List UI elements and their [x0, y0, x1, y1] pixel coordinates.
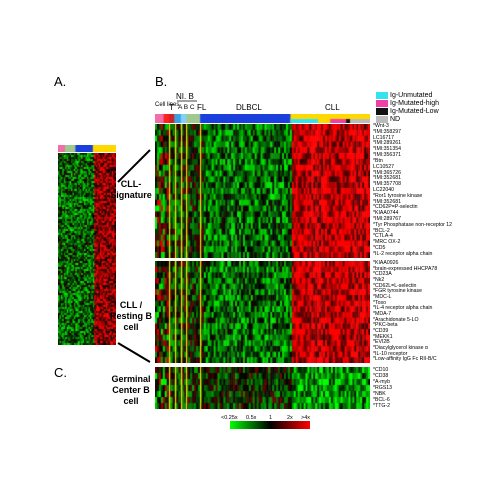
gene-label: *IMI:352681 [373, 175, 401, 182]
connector-line-top [117, 149, 151, 183]
gene-label: LC10527 [373, 163, 395, 170]
legend-swatch-mutated-low [376, 108, 388, 115]
gene-label: *IMI:365726 [373, 169, 401, 176]
gene-label: *IMI:352681 [373, 198, 401, 205]
cll-resting-gene-list: *KIAA0926*brain-expressed HHCPA78*CD23A*… [373, 260, 438, 363]
germinal-center-heatmap [155, 367, 370, 409]
gene-label: *IMI:358297 [373, 128, 401, 135]
cll-signature-heatmap [155, 124, 370, 258]
legend-ig-unmutated: Ig-Unmutated [376, 92, 432, 100]
legend-swatch-unmutated [376, 92, 388, 99]
panel-a-letter: A. [54, 74, 67, 89]
cll-resting-heatmap [155, 261, 370, 363]
gene-label: *Diacylglycerol kinase α [373, 344, 428, 351]
connector-line-bottom [117, 342, 151, 363]
gene-label: *IL-4 receptor alpha chain [373, 305, 433, 312]
gene-label: LC16717 [373, 134, 395, 141]
subgroups-label: A B C [178, 104, 195, 111]
gene-label: *CD39 [373, 327, 389, 334]
legend-ig-mutated-high: Ig-Mutated-high [376, 100, 439, 108]
nl-b-label: NI. B [176, 92, 194, 101]
germinal-center-label: Germinal Center B cell [111, 374, 151, 406]
gene-label: *IL-10 receptor [373, 350, 408, 357]
cll-resting-label: CLL / Resting B cell [109, 300, 152, 332]
gene-label: *CD5 [373, 245, 386, 252]
dlbcl-label: DLBCL [236, 103, 262, 112]
panel-c-letter: C. [54, 365, 67, 380]
gene-label: *CD62L=L-selectin [373, 282, 417, 289]
cell-lines-label: Cell lines [155, 102, 180, 108]
gene-label: *PKC-beta [373, 322, 398, 329]
legend-swatch-nd [376, 116, 388, 123]
cll-signature-label: CLL-Signature [110, 179, 152, 200]
gene-label: *A-myb [373, 379, 391, 385]
gene-label: *CD23A [373, 271, 392, 278]
germinal-gene-list: *CD10*CD38*A-myb*RGS13*NBK*BCL-6*TTG-2 [373, 367, 392, 409]
cll-label: CLL [325, 103, 340, 112]
gene-label: *Nk2 [373, 276, 385, 283]
gene-label: *MDC-L [373, 293, 392, 300]
gene-label: *CD38 [373, 373, 389, 379]
gene-label: *FGR tyrosine kinase [373, 288, 423, 295]
scale-label-4: >4x [301, 415, 311, 421]
gene-label: *RGS13 [373, 385, 393, 391]
gene-label: *BCL-6 [373, 397, 390, 403]
gene-label: *CD62P=P-selectin [373, 204, 418, 211]
gene-label: *KIAA0926 [373, 260, 399, 266]
gene-label: *MRC OX-2 [373, 239, 401, 246]
scale-label-1: 0.5x [246, 415, 257, 421]
gene-label: *IMI:357708 [373, 181, 401, 188]
sample-type-bar [155, 114, 370, 123]
legend-ig-mutated-low: Ig-Mutated-Low [376, 108, 439, 116]
gene-label: *TTG-2 [373, 403, 391, 409]
gene-label: *CD10 [373, 367, 389, 373]
gene-label: *KIAA0744 [373, 210, 399, 217]
color-scale-bar [230, 421, 310, 429]
legend-swatch-mutated-high [376, 100, 388, 107]
gene-label: *IL-2 receptor alpha chain [373, 250, 433, 257]
gene-label: *Wnt-3 [373, 123, 389, 129]
gene-label: *MEKK1 [373, 333, 393, 340]
gene-label: *Tyr Phosphatase non-receptor 12 [373, 221, 453, 228]
gene-label: LC22040 [373, 186, 395, 193]
gene-label: *Ror1 tyrosine kinase [373, 192, 423, 199]
gene-label: *BCL-2 [373, 227, 390, 234]
panel-a-color-bar [58, 145, 116, 152]
gene-label: *EVI2B [373, 339, 390, 346]
gene-label: *IMI:289767 [373, 216, 401, 222]
gene-label: *IMI:356371 [373, 152, 401, 159]
gene-label: *Toso [373, 299, 386, 306]
gene-label: *Low-affinity IgG Fc RII-B/C [373, 356, 437, 363]
scale-label-3: 2x [287, 415, 293, 421]
gene-label: *IMI:289261 [373, 140, 401, 147]
fl-label: FL [197, 103, 207, 112]
panel-b-letter: B. [155, 74, 168, 89]
gene-label: *Btn [373, 157, 383, 164]
gene-label: *NBK [373, 391, 386, 397]
gene-label: *MDA-7 [373, 310, 392, 317]
scale-label-0: <0.25x [221, 415, 238, 421]
legend-nd: ND [376, 116, 400, 124]
gene-label: *brain-expressed HHCPA78 [373, 265, 438, 272]
gene-label: *CTLA-4 [373, 233, 393, 240]
scale-label-2: 1 [269, 415, 273, 421]
gene-label: *IMI:351354 [373, 146, 401, 153]
panel-a-overview-heatmap [58, 153, 116, 345]
gene-label: *Arachidonate 5-LO [373, 316, 419, 323]
t-label: T [169, 103, 174, 112]
